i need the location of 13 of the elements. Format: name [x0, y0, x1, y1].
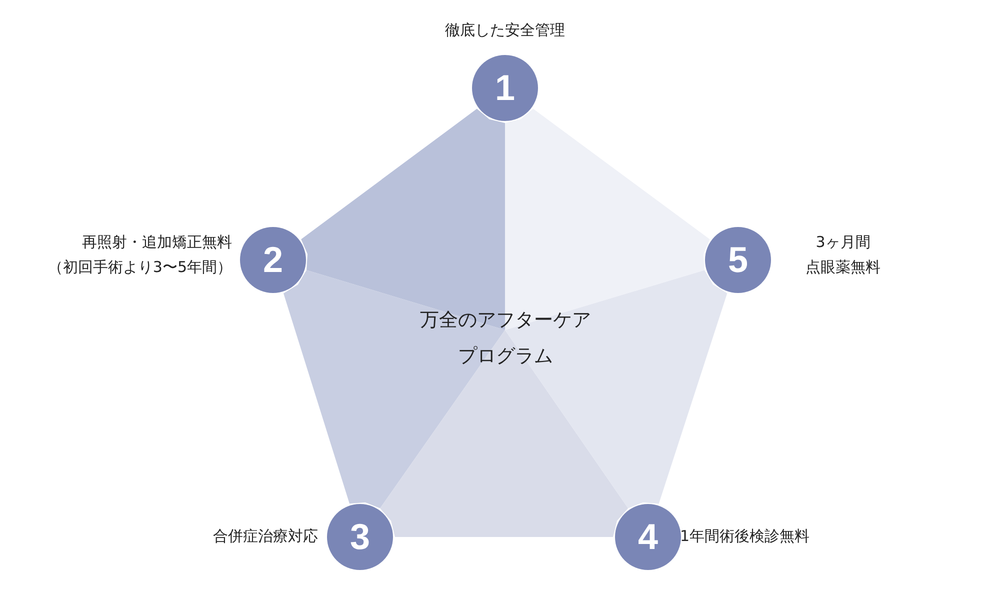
number-circle: 2	[240, 227, 306, 293]
feature-label: （初回手術より3〜5年間）	[48, 257, 232, 278]
feature-label: 点眼薬無料	[806, 257, 880, 278]
number-circle: 1	[472, 55, 538, 121]
feature-label: 合併症治療対応	[213, 526, 318, 547]
feature-label: 3ヶ月間	[816, 232, 870, 253]
feature-label: 徹底した安全管理	[445, 20, 565, 41]
number-circle: 3	[327, 504, 393, 570]
feature-label: 再照射・追加矯正無料	[82, 232, 232, 253]
number-circle: 4	[615, 504, 681, 570]
center-title: 万全のアフターケアプログラム	[416, 302, 595, 374]
feature-label: 1年間術後検診無料	[680, 526, 810, 547]
number-circle: 5	[705, 227, 771, 293]
